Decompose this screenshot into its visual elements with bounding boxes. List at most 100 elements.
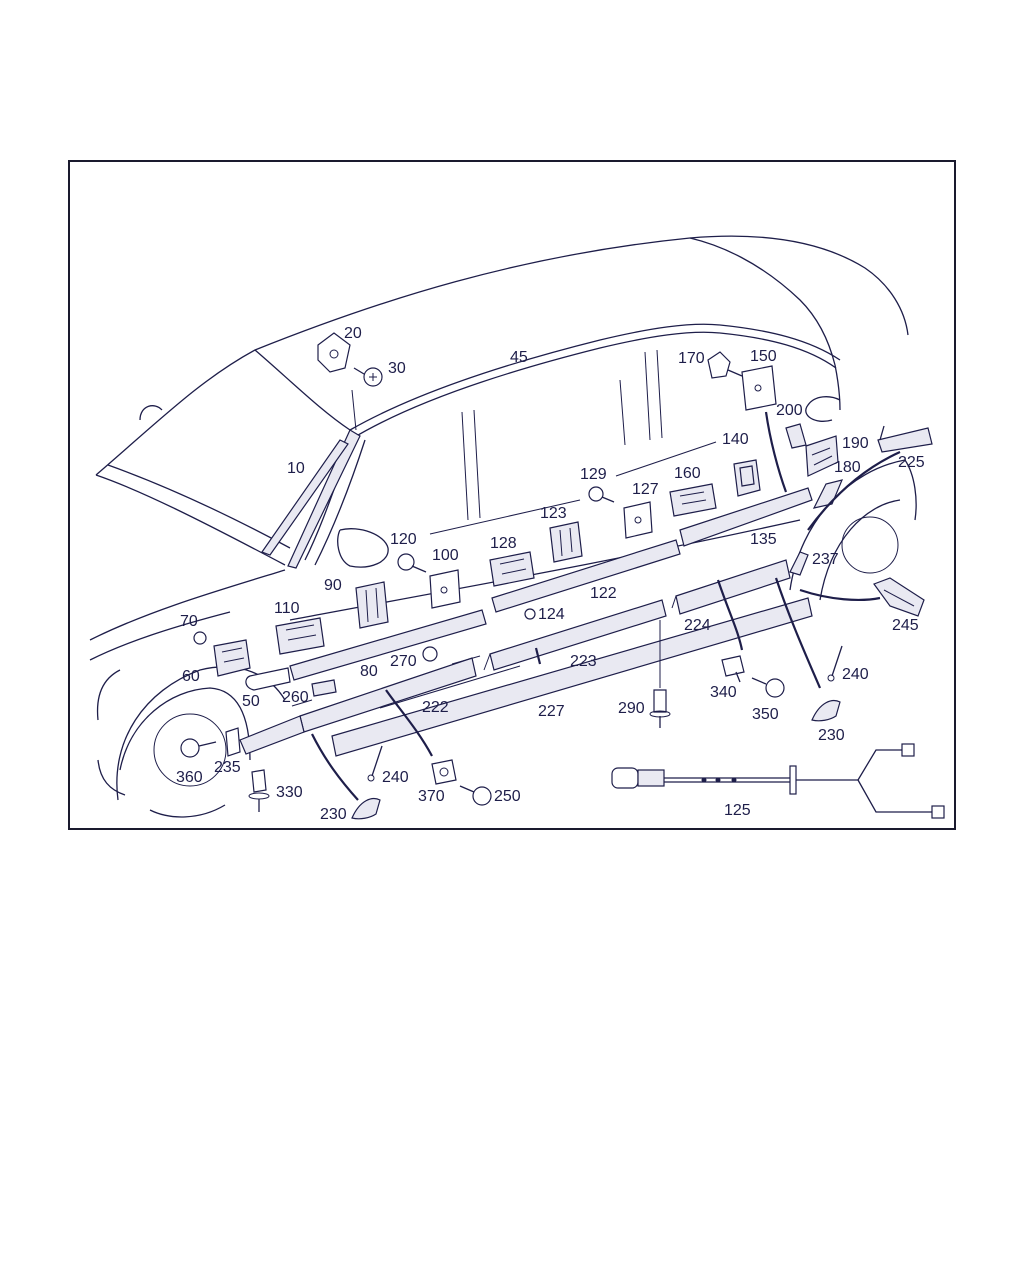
label-100: 100: [432, 547, 459, 564]
part-250-screw: [459, 785, 492, 806]
part-235-end-cap: [225, 715, 305, 757]
label-224: 224: [684, 617, 711, 634]
part-70-button: [193, 631, 207, 645]
part-370-nut: [431, 759, 457, 785]
part-135-moulding: [679, 487, 813, 547]
label-235: 235: [214, 759, 241, 776]
part-290-clip: [649, 689, 671, 728]
part-260-clip: [311, 679, 337, 697]
part-labels: 20 30 45 170 150 200 190 180 225 10 140 …: [176, 325, 925, 823]
label-50: 50: [242, 693, 260, 710]
part-180-cap: [812, 479, 844, 509]
label-222: 222: [422, 699, 449, 716]
part-190-bracket: [805, 435, 839, 477]
part-110-clip: [275, 617, 325, 655]
label-110: 110: [274, 600, 300, 617]
part-237-cap: [789, 551, 809, 576]
part-230-cap-lower: [351, 797, 381, 820]
part-129-screw: [588, 486, 615, 503]
label-125: 125: [724, 802, 751, 819]
part-128-clip: [489, 551, 535, 587]
part-227-sill: [331, 597, 813, 757]
label-230-lower: 230: [320, 806, 347, 823]
label-124: 124: [538, 606, 565, 623]
label-260: 260: [282, 689, 309, 706]
label-120: 120: [390, 531, 417, 548]
label-250: 250: [494, 788, 521, 805]
label-129: 129: [580, 466, 607, 483]
label-170: 170: [678, 350, 705, 367]
part-240-wire-lower: [367, 745, 383, 782]
part-125-cable: [611, 743, 945, 819]
part-225-end-cap: [877, 425, 933, 453]
label-180: 180: [834, 459, 861, 476]
part-360-bolt: [180, 738, 217, 758]
part-20-clip: [317, 332, 351, 373]
part-10-windshield-strip: [261, 429, 361, 569]
part-330-clip: [248, 769, 270, 812]
label-190: 190: [842, 435, 869, 452]
label-270: 270: [390, 653, 417, 670]
label-45: 45: [510, 349, 528, 366]
label-160: 160: [674, 465, 701, 482]
label-123: 123: [540, 505, 567, 522]
part-240-wire-upper: [827, 645, 843, 682]
part-140-clip: [733, 459, 761, 497]
label-223: 223: [570, 653, 597, 670]
part-100-plate: [429, 569, 461, 609]
label-200: 200: [776, 402, 803, 419]
label-330: 330: [276, 784, 303, 801]
label-350: 350: [752, 706, 779, 723]
part-30-screw: [353, 367, 383, 387]
label-122: 122: [590, 585, 617, 602]
label-360: 360: [176, 769, 203, 786]
leader-20: [351, 389, 357, 431]
part-340-clip: [721, 655, 745, 683]
part-123-clip: [549, 521, 583, 563]
part-223-rocker-panel: [483, 599, 667, 671]
label-20: 20: [344, 325, 362, 342]
label-30: 30: [388, 360, 406, 377]
part-230-cap-upper: [811, 699, 841, 722]
label-245: 245: [892, 617, 919, 634]
label-135: 135: [750, 531, 777, 548]
label-140: 140: [722, 431, 749, 448]
part-120-screw: [397, 553, 427, 573]
label-230-upper: 230: [818, 727, 845, 744]
label-237: 237: [812, 551, 839, 568]
label-225: 225: [898, 454, 925, 471]
part-200-clip: [785, 423, 807, 449]
label-128: 128: [490, 535, 517, 552]
assembly-arrows: [311, 411, 901, 801]
label-240-lower: 240: [382, 769, 409, 786]
part-122-moulding: [491, 539, 681, 613]
label-227: 227: [538, 703, 565, 720]
label-150: 150: [750, 348, 777, 365]
part-90-clip: [355, 581, 389, 629]
label-340: 340: [710, 684, 737, 701]
part-270-clip: [422, 646, 438, 662]
part-60-bracket: [213, 639, 251, 677]
part-127-plate: [623, 501, 653, 539]
part-245-trim: [873, 577, 925, 617]
label-80: 80: [360, 663, 378, 680]
part-160-clip: [669, 483, 717, 517]
label-60: 60: [182, 668, 200, 685]
part-150-plate: [741, 365, 777, 411]
part-170-screw: [707, 351, 743, 379]
label-370: 370: [418, 788, 445, 805]
car-body-outline: [89, 235, 917, 818]
part-80-moulding: [289, 609, 487, 681]
part-224-rocker-panel: [671, 559, 791, 615]
leader-lines: [291, 441, 717, 709]
label-290: 290: [618, 700, 645, 717]
label-90: 90: [324, 577, 342, 594]
label-127: 127: [632, 481, 659, 498]
part-50-end-cap: [245, 667, 291, 691]
label-10: 10: [287, 460, 305, 477]
part-350-bolt: [751, 677, 785, 698]
label-70: 70: [180, 613, 198, 630]
label-240-upper: 240: [842, 666, 869, 683]
part-124-button: [524, 608, 536, 620]
